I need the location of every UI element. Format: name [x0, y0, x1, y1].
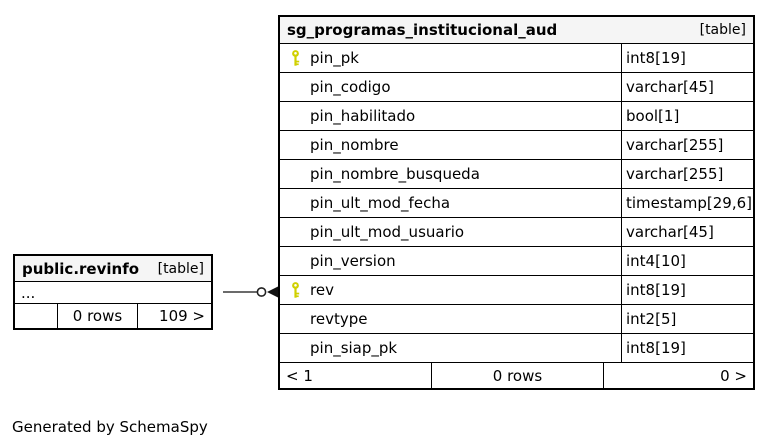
column-type: varchar[255]: [626, 136, 724, 154]
column-name-cell: rev: [280, 276, 622, 304]
footer-row-count: 0 rows: [58, 304, 138, 328]
table-header[interactable]: sg_programas_institucional_aud [table]: [280, 17, 753, 44]
column-type: varchar[45]: [626, 223, 714, 241]
table-row: rev int8[19]: [280, 276, 753, 305]
main-table-rows: pin_pk int8[19] pin_codigo varchar[45]: [280, 44, 753, 363]
table-node-sg-programas-institucional-aud: sg_programas_institucional_aud [table] p…: [278, 15, 755, 390]
column-name-cell: pin_ult_mod_usuario: [280, 218, 622, 246]
generated-by-credit: Generated by SchemaSpy: [12, 418, 208, 436]
table-title: public.revinfo: [22, 259, 140, 278]
primary-key-icon: [290, 282, 301, 299]
table-tag: [table]: [157, 260, 204, 277]
column-name-cell: pin_nombre: [280, 131, 622, 159]
column-name: pin_codigo: [310, 78, 391, 96]
column-type: int8[19]: [626, 281, 686, 299]
column-name: revtype: [310, 310, 368, 328]
column-name: pin_pk: [310, 49, 359, 67]
table-footer: 0 rows 109 >: [15, 304, 211, 328]
crows-foot-icon: [267, 286, 278, 298]
column-name-cell: revtype: [280, 305, 622, 333]
footer-row-count: 0 rows: [432, 363, 604, 388]
primary-key-icon: [290, 50, 301, 67]
table-row: pin_nombre varchar[255]: [280, 131, 753, 160]
table-row: revtype int2[5]: [280, 305, 753, 334]
table-tag: [table]: [699, 22, 746, 38]
column-name: pin_ult_mod_fecha: [310, 194, 451, 212]
column-name-cell: pin_version: [280, 247, 622, 275]
column-type: varchar[255]: [626, 165, 724, 183]
footer-parents-count: [15, 304, 58, 328]
relationship-edge: [223, 286, 278, 298]
column-name: pin_version: [310, 252, 396, 270]
zero-cardinality-circle-icon: [256, 287, 267, 297]
table-header[interactable]: public.revinfo [table]: [15, 256, 211, 282]
column-type: int8[19]: [626, 49, 686, 67]
table-row: pin_version int4[10]: [280, 247, 753, 276]
footer-children-count: 109 >: [159, 307, 205, 325]
column-name: pin_nombre_busqueda: [310, 165, 480, 183]
column-type: varchar[45]: [626, 78, 714, 96]
table-row: pin_nombre_busqueda varchar[255]: [280, 160, 753, 189]
collapsed-columns-indicator: ...: [15, 282, 211, 304]
column-name: pin_nombre: [310, 136, 399, 154]
table-row: pin_ult_mod_fecha timestamp[29,6]: [280, 189, 753, 218]
table-row: pin_siap_pk int8[19]: [280, 334, 753, 363]
column-name: pin_habilitado: [310, 107, 416, 125]
column-name-cell: pin_nombre_busqueda: [280, 160, 622, 188]
table-row: pin_codigo varchar[45]: [280, 73, 753, 102]
table-footer: < 1 0 rows 0 >: [280, 363, 753, 388]
footer-parents-count: < 1: [280, 363, 432, 388]
table-row: pin_pk int8[19]: [280, 44, 753, 73]
footer-children-count: 0 >: [720, 366, 747, 385]
column-type: int2[5]: [626, 310, 677, 328]
column-type: int4[10]: [626, 252, 686, 270]
table-row: pin_ult_mod_usuario varchar[45]: [280, 218, 753, 247]
table-row: pin_habilitado bool[1]: [280, 102, 753, 131]
column-name-cell: pin_habilitado: [280, 102, 622, 130]
table-title: sg_programas_institucional_aud: [287, 21, 558, 39]
column-name-cell: pin_pk: [280, 44, 622, 72]
column-name-cell: pin_codigo: [280, 73, 622, 101]
column-name: pin_siap_pk: [310, 339, 398, 357]
table-node-public-revinfo: public.revinfo [table] ... 0 rows 109 >: [13, 254, 213, 330]
column-type: int8[19]: [626, 339, 686, 357]
column-type: bool[1]: [626, 107, 680, 125]
column-name: rev: [310, 281, 334, 299]
column-name-cell: pin_ult_mod_fecha: [280, 189, 622, 217]
column-name-cell: pin_siap_pk: [280, 334, 622, 362]
column-name: pin_ult_mod_usuario: [310, 223, 465, 241]
column-type: timestamp[29,6]: [626, 194, 753, 212]
